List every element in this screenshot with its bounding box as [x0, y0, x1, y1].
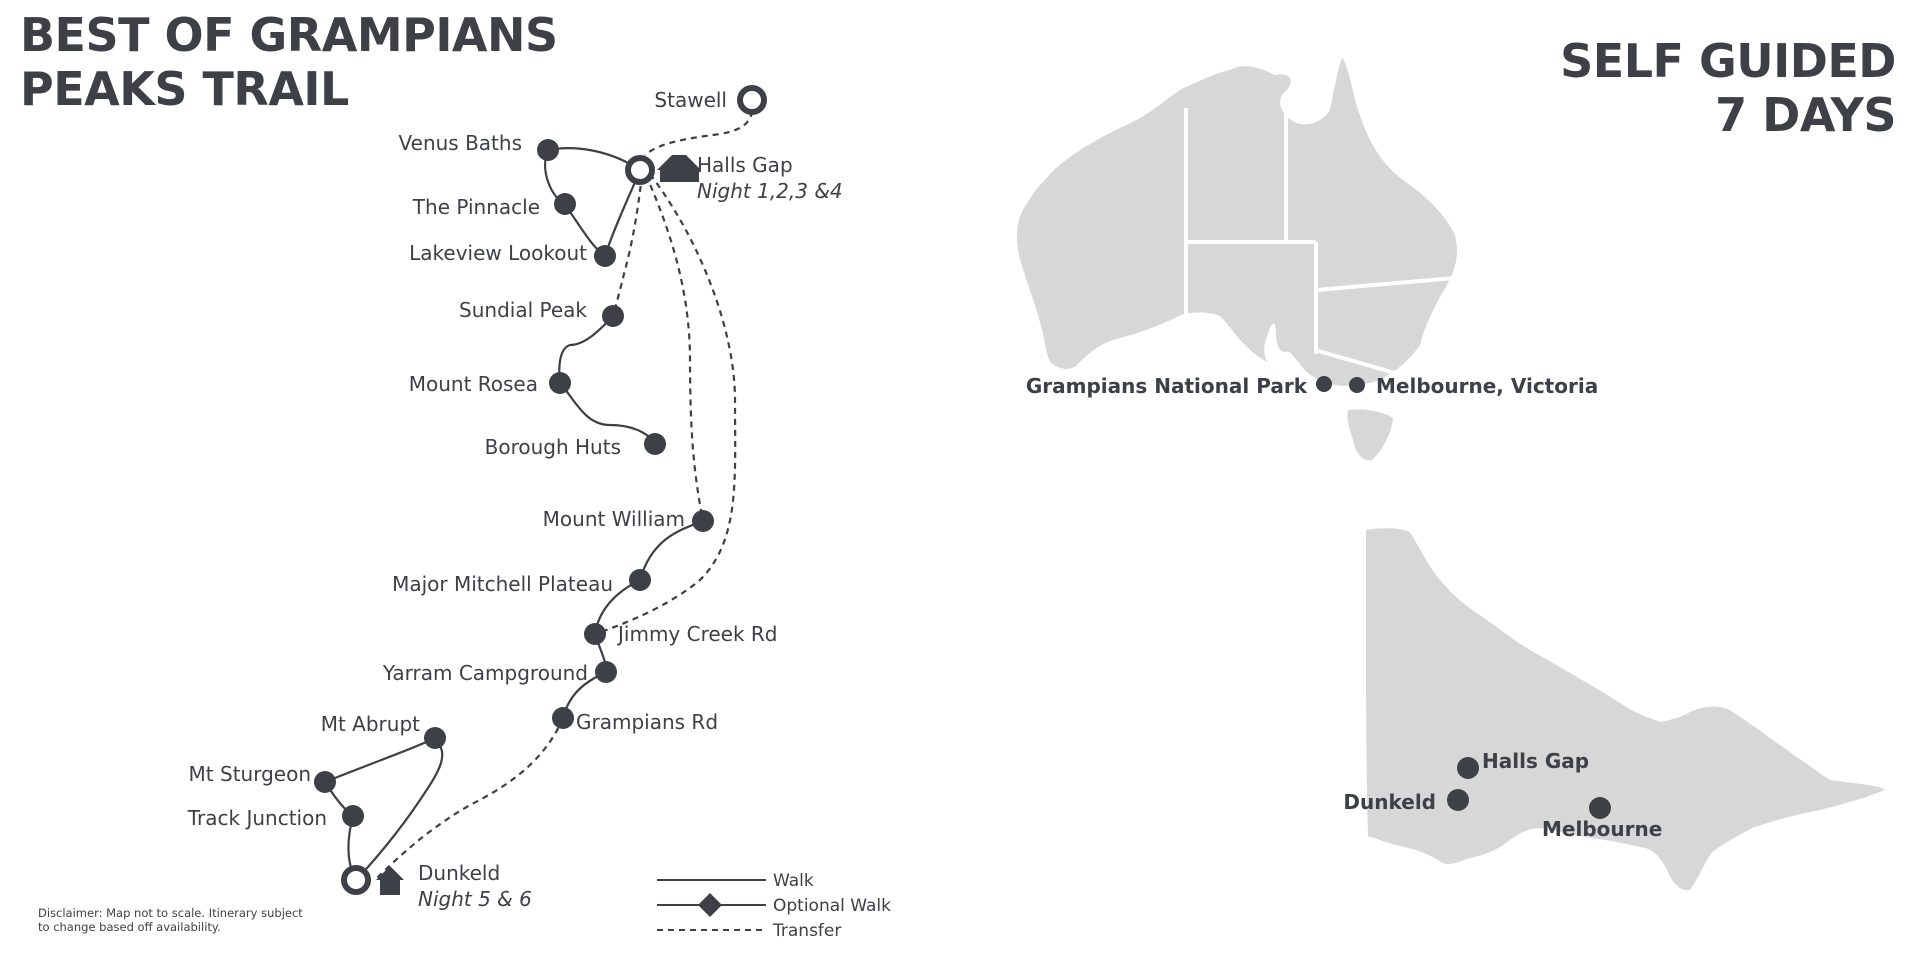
walk-sundial-to-rosea — [558, 315, 614, 384]
accommodation-icons — [376, 155, 699, 895]
label-mount-william: Mount William — [543, 507, 685, 531]
transfer-grampians-to-dunkeld — [374, 717, 565, 881]
tour-subtitle-line1: SELF GUIDED — [1560, 34, 1896, 88]
hub-marker-halls-gap[interactable] — [625, 155, 655, 185]
label-the-pinnacle: The Pinnacle — [412, 195, 540, 219]
label-victoria-melbourne: Melbourne — [1542, 817, 1662, 841]
label-dunkeld: Dunkeld — [418, 861, 500, 885]
label-mt-sturgeon: Mt Sturgeon — [189, 762, 311, 786]
stop-marker-grampians-rd[interactable] — [552, 707, 574, 729]
transfer-halls-gap-to-william — [644, 174, 705, 522]
house-icon — [657, 155, 699, 182]
trail-title-line2: PEAKS TRAIL — [20, 62, 349, 116]
walk-abrupt-loop — [323, 737, 444, 882]
australia-mainland-shape — [1016, 58, 1458, 386]
label-sundial-peak: Sundial Peak — [459, 298, 587, 322]
victoria-map: Halls Gap Dunkeld Melbourne — [1343, 528, 1885, 891]
disclaimer-line1: Disclaimer: Map not to scale. Itinerary … — [38, 906, 303, 920]
stop-marker-lakeview-lookout[interactable] — [594, 245, 616, 267]
label-halls-gap-nights: Night 1,2,3 &4 — [697, 179, 843, 203]
label-yarram-campground: Yarram Campground — [382, 661, 588, 685]
label-venus-baths: Venus Baths — [399, 131, 522, 155]
trail-stop-markers — [314, 139, 714, 827]
stop-marker-yarram-campground[interactable] — [595, 661, 617, 683]
label-mount-rosea: Mount Rosea — [409, 372, 538, 396]
label-mt-abrupt: Mt Abrupt — [321, 712, 420, 736]
tour-subtitle-line2: 7 DAYS — [1715, 88, 1896, 142]
marker-melbourne-victoria[interactable] — [1349, 377, 1365, 393]
marker-halls-gap-victoria[interactable] — [1457, 757, 1479, 779]
label-victoria-halls-gap: Halls Gap — [1482, 749, 1589, 773]
stop-marker-mt-abrupt[interactable] — [424, 727, 446, 749]
hub-markers — [341, 85, 767, 895]
stop-marker-borough-huts[interactable] — [644, 433, 666, 455]
hub-marker-stawell[interactable] — [737, 85, 767, 115]
transfer-stawell-to-halls-gap — [644, 99, 754, 156]
stop-marker-jimmy-creek-rd[interactable] — [584, 623, 606, 645]
trail-title: BEST OF GRAMPIANS PEAKS TRAIL — [20, 8, 558, 116]
label-stawell: Stawell — [654, 88, 727, 112]
walk-rosea-to-borough — [559, 382, 656, 445]
label-halls-gap: Halls Gap — [697, 153, 793, 177]
marker-grampians-national-park[interactable] — [1316, 376, 1332, 392]
stop-marker-sundial-peak[interactable] — [602, 305, 624, 327]
tasmania-shape — [1347, 409, 1393, 461]
label-lakeview-lookout: Lakeview Lookout — [409, 241, 587, 265]
legend-walk-label: Walk — [773, 871, 814, 891]
border-qld-nsw — [1315, 276, 1456, 292]
stop-marker-venus-baths[interactable] — [537, 139, 559, 161]
stop-marker-mount-rosea[interactable] — [549, 372, 571, 394]
disclaimer-line2: to change based off availability. — [38, 920, 221, 934]
label-dunkeld-nights: Night 5 & 6 — [418, 887, 532, 911]
border-nsw-vic — [1315, 348, 1401, 377]
stop-marker-the-pinnacle[interactable] — [554, 193, 576, 215]
hub-marker-dunkeld[interactable] — [341, 865, 371, 895]
transfer-halls-gap-to-jimmy — [594, 173, 737, 636]
stop-marker-mount-william[interactable] — [692, 510, 714, 532]
label-borough-huts: Borough Huts — [485, 435, 621, 459]
victoria-state-shape — [1366, 528, 1885, 891]
label-grampians-national-park: Grampians National Park — [1026, 374, 1308, 398]
stop-marker-track-junction[interactable] — [342, 805, 364, 827]
label-victoria-dunkeld: Dunkeld — [1343, 790, 1436, 814]
label-jimmy-creek-rd: Jimmy Creek Rd — [616, 622, 778, 646]
trail-stop-labels: Stawell Venus Baths Halls Gap Night 1,2,… — [187, 88, 843, 911]
trail-title-line1: BEST OF GRAMPIANS — [20, 8, 558, 62]
diamond-icon — [698, 893, 722, 917]
marker-dunkeld-victoria[interactable] — [1447, 789, 1469, 811]
map-legend: Walk Optional Walk Transfer — [657, 871, 891, 941]
label-track-junction: Track Junction — [187, 806, 327, 830]
tour-subtitle: SELF GUIDED 7 DAYS — [1560, 34, 1896, 142]
stop-marker-mt-sturgeon[interactable] — [314, 771, 336, 793]
transfer-halls-gap-to-sundial — [611, 174, 644, 317]
legend-optional-walk-label: Optional Walk — [773, 896, 891, 916]
australia-state-borders — [1184, 92, 1456, 377]
australia-map: Grampians National Park Melbourne, Victo… — [1016, 58, 1598, 461]
label-grampians-rd: Grampians Rd — [576, 710, 718, 734]
house-icon — [376, 866, 404, 895]
label-melbourne-victoria: Melbourne, Victoria — [1376, 374, 1598, 398]
legend-transfer-label: Transfer — [772, 921, 841, 941]
label-major-mitchell-plateau: Major Mitchell Plateau — [392, 572, 613, 596]
marker-melbourne[interactable] — [1589, 797, 1611, 819]
disclaimer: Disclaimer: Map not to scale. Itinerary … — [38, 906, 338, 934]
stop-marker-major-mitchell-plateau[interactable] — [629, 569, 651, 591]
